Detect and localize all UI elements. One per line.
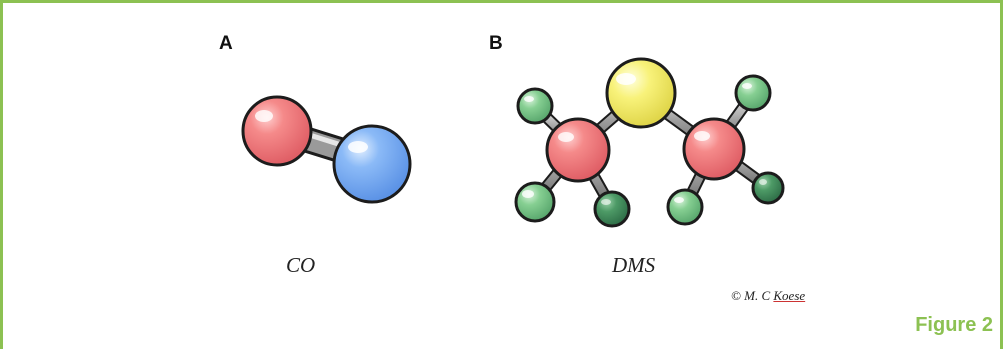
co-molecule [241,95,412,204]
credit-surname: Koese [773,288,806,303]
carbon-atom [332,124,412,204]
panel-a-label: A [219,33,233,54]
hydrogen-atom [734,74,772,112]
hydrogen-atom [751,171,785,205]
hydrogen-atom [516,87,554,125]
figure-label: Figure 2 [915,314,993,336]
copyright-credit: © M. C Koese [731,288,805,304]
oxygen-atom [241,95,313,167]
dms-caption: DMS [612,253,656,277]
hydrogen-atom [514,181,556,223]
credit-prefix: © M. C [731,288,774,303]
dms-molecule [514,57,785,228]
sulfur-atom [605,57,677,129]
panel-b-label: B [489,33,503,54]
co-caption: CO [286,253,316,277]
carbon-atom-right [682,117,746,181]
hydrogen-atom [593,190,631,228]
hydrogen-atom [666,188,704,226]
carbon-atom-left [545,117,611,183]
